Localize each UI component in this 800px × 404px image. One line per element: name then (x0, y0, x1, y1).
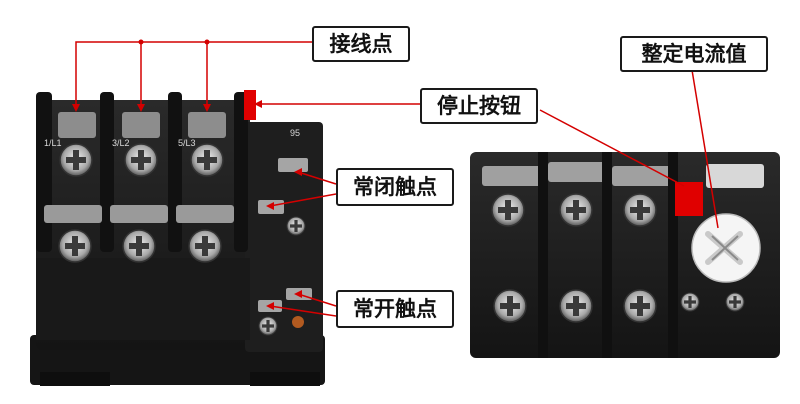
stop-button-right (675, 182, 703, 216)
term2-marking: 3/L2 (112, 138, 130, 148)
term3-marking: 5/L3 (178, 138, 196, 148)
stop-button-label: 停止按钮 (420, 88, 538, 124)
term1-marking: 1/L1 (44, 138, 62, 148)
leader-lines (75, 41, 719, 317)
terminal-label: 接线点 (312, 26, 410, 62)
aux-top-marking: 95 (290, 128, 300, 138)
current-dial-icon (691, 213, 761, 283)
stop-button-left (244, 90, 256, 120)
left-relay-body (30, 90, 325, 386)
leader-arrowheads (72, 39, 302, 310)
current-setting-label: 整定电流值 (620, 36, 768, 72)
nc-contact-label: 常闭触点 (336, 168, 454, 206)
no-contact-label: 常开触点 (336, 290, 454, 328)
right-relay-body (470, 152, 780, 358)
